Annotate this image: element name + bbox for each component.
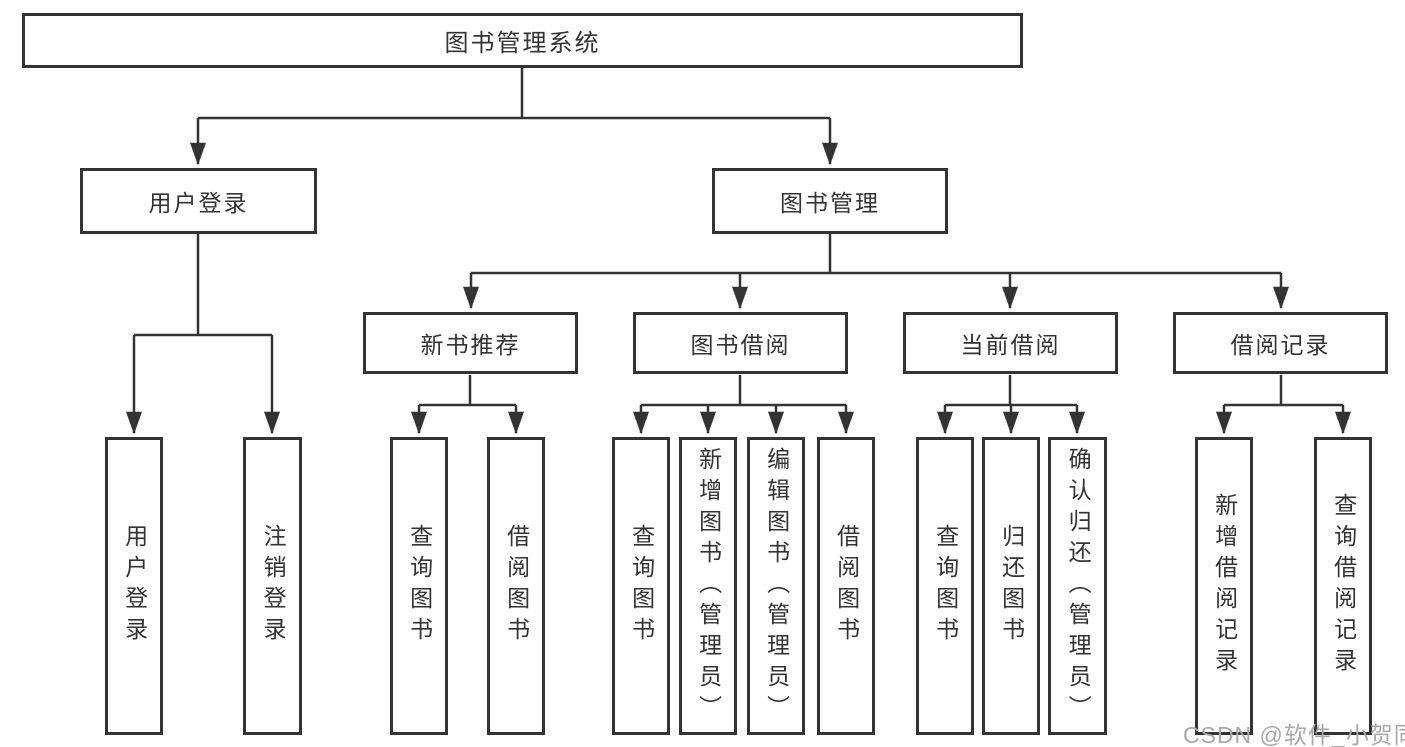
node-borrowing-records: 借阅记录 xyxy=(1173,312,1388,374)
leaf-records-query-record: 查询借阅记录 xyxy=(1314,437,1372,735)
tree-edge-lines xyxy=(134,68,1343,407)
leaf-logout: 注销登录 xyxy=(243,437,302,735)
node-book-borrowing: 图书借阅 xyxy=(633,312,848,374)
leaf-records-add-record-label: 新增借阅记录 xyxy=(1211,493,1238,679)
leaf-recommend-query-books-label: 查询图书 xyxy=(406,524,433,648)
leaf-recommend-borrow-books: 借阅图书 xyxy=(487,437,545,735)
leaf-records-query-record-label: 查询借阅记录 xyxy=(1330,493,1357,679)
leaf-user-login-label: 用户登录 xyxy=(121,524,148,648)
leaf-borrowing-query-books: 查询图书 xyxy=(612,437,670,735)
leaf-borrowing-edit-books: 编辑图书（管理员） xyxy=(747,437,805,735)
csdn-watermark: CSDN @软件_小贺同学 xyxy=(1183,722,1405,747)
leaf-borrowing-query-books-label: 查询图书 xyxy=(628,524,655,648)
leaf-borrowing-borrow-books-label: 借阅图书 xyxy=(833,524,860,648)
leaf-current-return-books: 归还图书 xyxy=(982,437,1040,735)
node-book-management: 图书管理 xyxy=(712,168,948,234)
leaf-user-login: 用户登录 xyxy=(105,437,163,735)
leaf-current-query-books: 查询图书 xyxy=(916,437,974,735)
leaf-current-confirm-return: 确认归还（管理员） xyxy=(1048,437,1107,735)
node-root: 图书管理系统 xyxy=(22,13,1023,68)
node-new-book-recommend: 新书推荐 xyxy=(363,312,578,374)
node-user-login-label: 用户登录 xyxy=(148,190,249,216)
leaf-logout-label: 注销登录 xyxy=(260,524,287,648)
leaf-borrowing-edit-books-label: 编辑图书（管理员） xyxy=(763,446,790,726)
leaf-current-return-books-label: 归还图书 xyxy=(998,524,1025,648)
leaf-borrowing-borrow-books: 借阅图书 xyxy=(817,437,875,735)
node-book-borrowing-label: 图书借阅 xyxy=(690,332,791,358)
leaf-borrowing-add-books-label: 新增图书（管理员） xyxy=(695,446,722,726)
leaf-recommend-query-books: 查询图书 xyxy=(390,437,448,735)
leaf-current-confirm-return-label: 确认归还（管理员） xyxy=(1065,446,1092,726)
leaf-borrowing-add-books: 新增图书（管理员） xyxy=(679,437,737,735)
node-borrowing-records-label: 借阅记录 xyxy=(1230,332,1331,358)
node-current-borrowing: 当前借阅 xyxy=(903,312,1118,374)
leaf-recommend-borrow-books-label: 借阅图书 xyxy=(503,524,530,648)
leaf-current-query-books-label: 查询图书 xyxy=(932,524,959,648)
leaf-records-add-record: 新增借阅记录 xyxy=(1195,437,1253,735)
tree-arrowheads xyxy=(125,118,1352,435)
node-user-login: 用户登录 xyxy=(80,168,317,234)
node-root-label: 图书管理系统 xyxy=(444,30,601,57)
node-book-management-label: 图书管理 xyxy=(780,190,880,216)
node-new-book-recommend-label: 新书推荐 xyxy=(420,332,521,358)
node-current-borrowing-label: 当前借阅 xyxy=(960,332,1061,358)
